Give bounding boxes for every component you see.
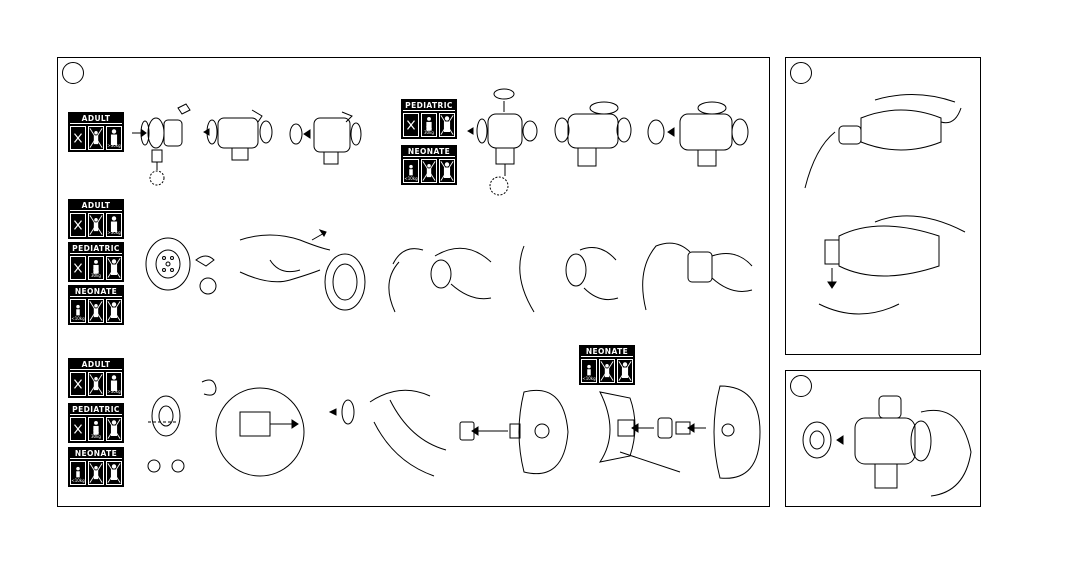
badge-title: ADULT — [70, 114, 122, 124]
adult-badge: ADULT >30kg — [68, 112, 124, 152]
nebulizer-exploded-illustration — [128, 100, 198, 190]
adult-badge: ADULT >30kg — [68, 358, 124, 398]
cross-out-icon — [88, 213, 104, 237]
pediatric-badge: PEDIATRIC 10-30kg — [68, 403, 124, 443]
hand-bottle-illustration — [795, 92, 971, 192]
nebulizer-assembly-illustration — [204, 110, 279, 170]
person-icon: 10-30kg — [88, 417, 104, 441]
cross-out-icon — [70, 256, 86, 280]
mask-connector-illustration — [454, 382, 572, 478]
person-icon: >30kg — [106, 372, 122, 396]
badge-weight: <10kg — [71, 479, 85, 483]
person-icon: >30kg — [106, 126, 122, 150]
neonate-badge: NEONATE <10kg — [579, 345, 635, 385]
nebulizer-complete-illustration — [286, 110, 366, 170]
badge-weight: 10-30kg — [89, 270, 103, 278]
cross-out-icon — [70, 213, 86, 237]
small-person-icon — [70, 126, 86, 150]
person-icon: <10kg — [403, 159, 419, 183]
hands-attaching-illustration — [510, 236, 620, 314]
badge-weight: >30kg — [107, 144, 121, 148]
cross-out-icon — [70, 372, 86, 396]
badge-title: PEDIATRIC — [403, 101, 455, 111]
badge-weight: 10-30kg — [422, 127, 436, 135]
cross-out-icon — [421, 159, 437, 183]
badge-title: NEONATE — [70, 449, 122, 459]
cross-out-icon — [106, 461, 122, 485]
badge-weight: >30kg — [107, 390, 121, 394]
hand-holding-valve-illustration — [330, 382, 450, 478]
badge-weight: <10kg — [582, 377, 596, 381]
cross-out-icon — [88, 461, 104, 485]
pediatric-nebulizer-exploded-illustration — [464, 86, 544, 202]
person-icon: <10kg — [70, 461, 86, 485]
badge-weight: 10-30kg — [89, 431, 103, 439]
step-number-marker — [790, 62, 812, 84]
cross-out-icon — [106, 417, 122, 441]
cross-out-icon — [617, 359, 633, 383]
badge-title: NEONATE — [403, 147, 455, 157]
pediatric-nebulizer-complete-illustration — [646, 100, 756, 170]
cross-out-icon — [106, 299, 122, 323]
hands-twisting-illustration — [385, 234, 495, 314]
badge-weight: <10kg — [71, 317, 85, 321]
tubing-detail-illustration — [138, 374, 302, 486]
hand-inserting-illustration — [240, 226, 370, 314]
badge-title: ADULT — [70, 360, 122, 370]
neonate-badge: NEONATE <10kg — [68, 447, 124, 487]
cross-out-icon — [403, 113, 419, 137]
neonate-mask-assembly-illustration — [580, 382, 768, 488]
pediatric-nebulizer-assembly-illustration — [552, 100, 636, 172]
cross-out-icon — [439, 113, 455, 137]
valve-disc-illustration — [140, 236, 220, 306]
pediatric-badge: PEDIATRIC 10-30kg — [68, 242, 124, 282]
cross-out-icon — [70, 417, 86, 441]
badge-weight: <10kg — [404, 177, 418, 181]
badge-title: ADULT — [70, 201, 122, 211]
adult-badge: ADULT >30kg — [68, 199, 124, 239]
cross-out-icon — [599, 359, 615, 383]
cross-out-icon — [88, 299, 104, 323]
hands-securing-illustration — [636, 232, 754, 314]
person-icon: <10kg — [70, 299, 86, 323]
badge-weight: >30kg — [107, 231, 121, 235]
cross-out-icon — [439, 159, 455, 183]
assembled-nebulizer-illustration — [795, 392, 971, 500]
neonate-badge: NEONATE <10kg — [68, 285, 124, 325]
pediatric-badge: PEDIATRIC 10-30kg — [401, 99, 457, 139]
badge-title: NEONATE — [581, 347, 633, 357]
badge-title: NEONATE — [70, 287, 122, 297]
cross-out-icon — [88, 372, 104, 396]
person-icon: 10-30kg — [88, 256, 104, 280]
bottle-draining-illustration — [815, 210, 971, 338]
person-icon: 10-30kg — [421, 113, 437, 137]
neonate-badge: NEONATE <10kg — [401, 145, 457, 185]
cross-out-icon — [106, 256, 122, 280]
person-icon: >30kg — [106, 213, 122, 237]
cross-out-icon — [88, 126, 104, 150]
person-icon: <10kg — [581, 359, 597, 383]
badge-title: PEDIATRIC — [70, 244, 122, 254]
step-number-marker — [62, 62, 84, 84]
badge-title: PEDIATRIC — [70, 405, 122, 415]
